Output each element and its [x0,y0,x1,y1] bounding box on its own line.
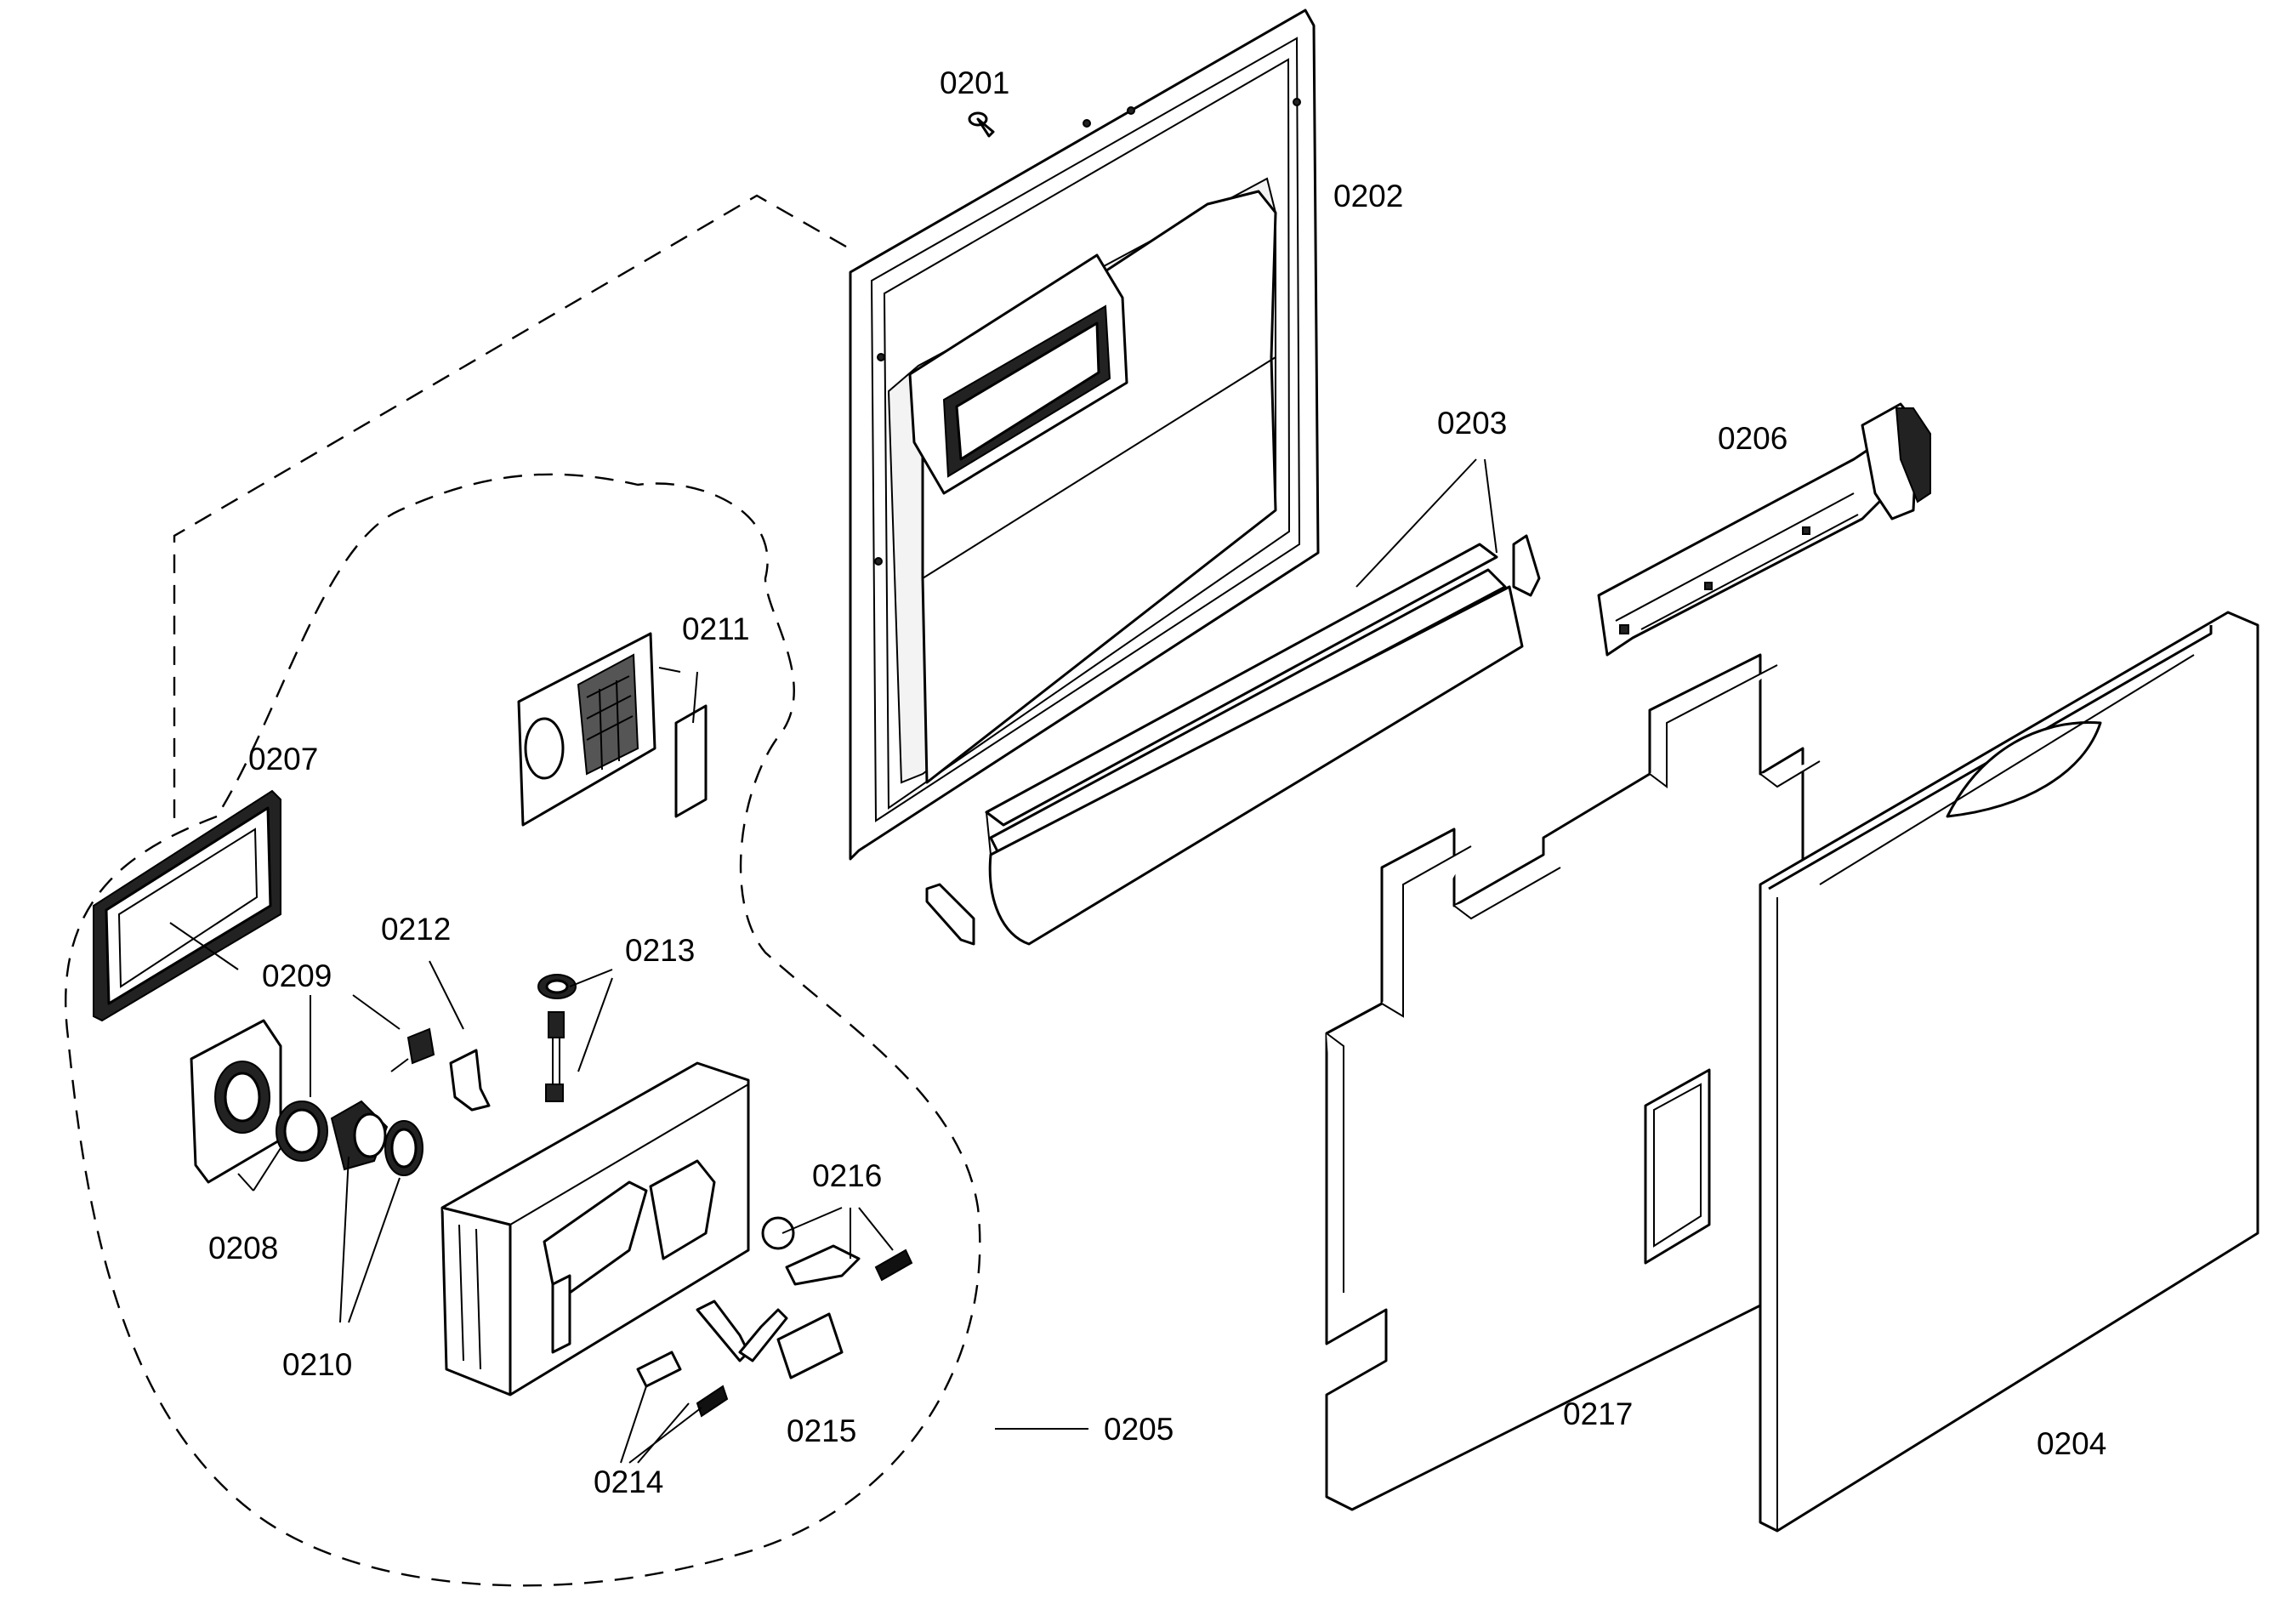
label-0203: 0203 [1437,406,1507,441]
inner-door-panel [849,9,1320,861]
label-0213: 0213 [625,933,695,968]
label-0216: 0216 [812,1158,882,1193]
leader-lines [169,458,1498,1464]
label-0207: 0207 [248,742,318,776]
label-0206: 0206 [1718,421,1787,456]
trim-strip-0203 [925,534,1541,946]
label-0211: 0211 [682,611,750,646]
label-0208: 0208 [208,1231,278,1266]
seal-frame-0207 [93,789,281,1022]
projection-line-door [173,194,847,825]
screw-0201 [968,111,995,138]
small-parts [636,1216,913,1418]
group-outline-0205 [65,473,981,1587]
label-0210: 0210 [282,1347,352,1382]
dispenser-lid-0211 [517,632,708,827]
spring-hook-0212 [390,1027,491,1112]
label-0201: 0201 [940,65,1009,100]
label-0202: 0202 [1333,179,1403,213]
pin-0213 [537,974,577,1102]
insulation-0217 [1325,653,1821,1511]
label-0212: 0212 [381,912,451,947]
label-0217: 0217 [1563,1396,1633,1431]
outer-door-panel-0204 [1759,611,2259,1533]
label-0204: 0204 [2037,1426,2106,1461]
rings-0209-0210 [276,1100,423,1176]
hinge-bracket-0206 [1597,402,1931,657]
part-labels: 0201 0202 0203 0206 0211 0207 0212 0213 … [208,65,2106,1499]
label-0209: 0209 [262,958,332,993]
dispenser-body [440,1061,750,1396]
label-0214: 0214 [594,1465,663,1499]
label-0205: 0205 [1104,1412,1174,1447]
cap-0208 [190,1019,282,1184]
label-0215: 0215 [787,1413,856,1448]
